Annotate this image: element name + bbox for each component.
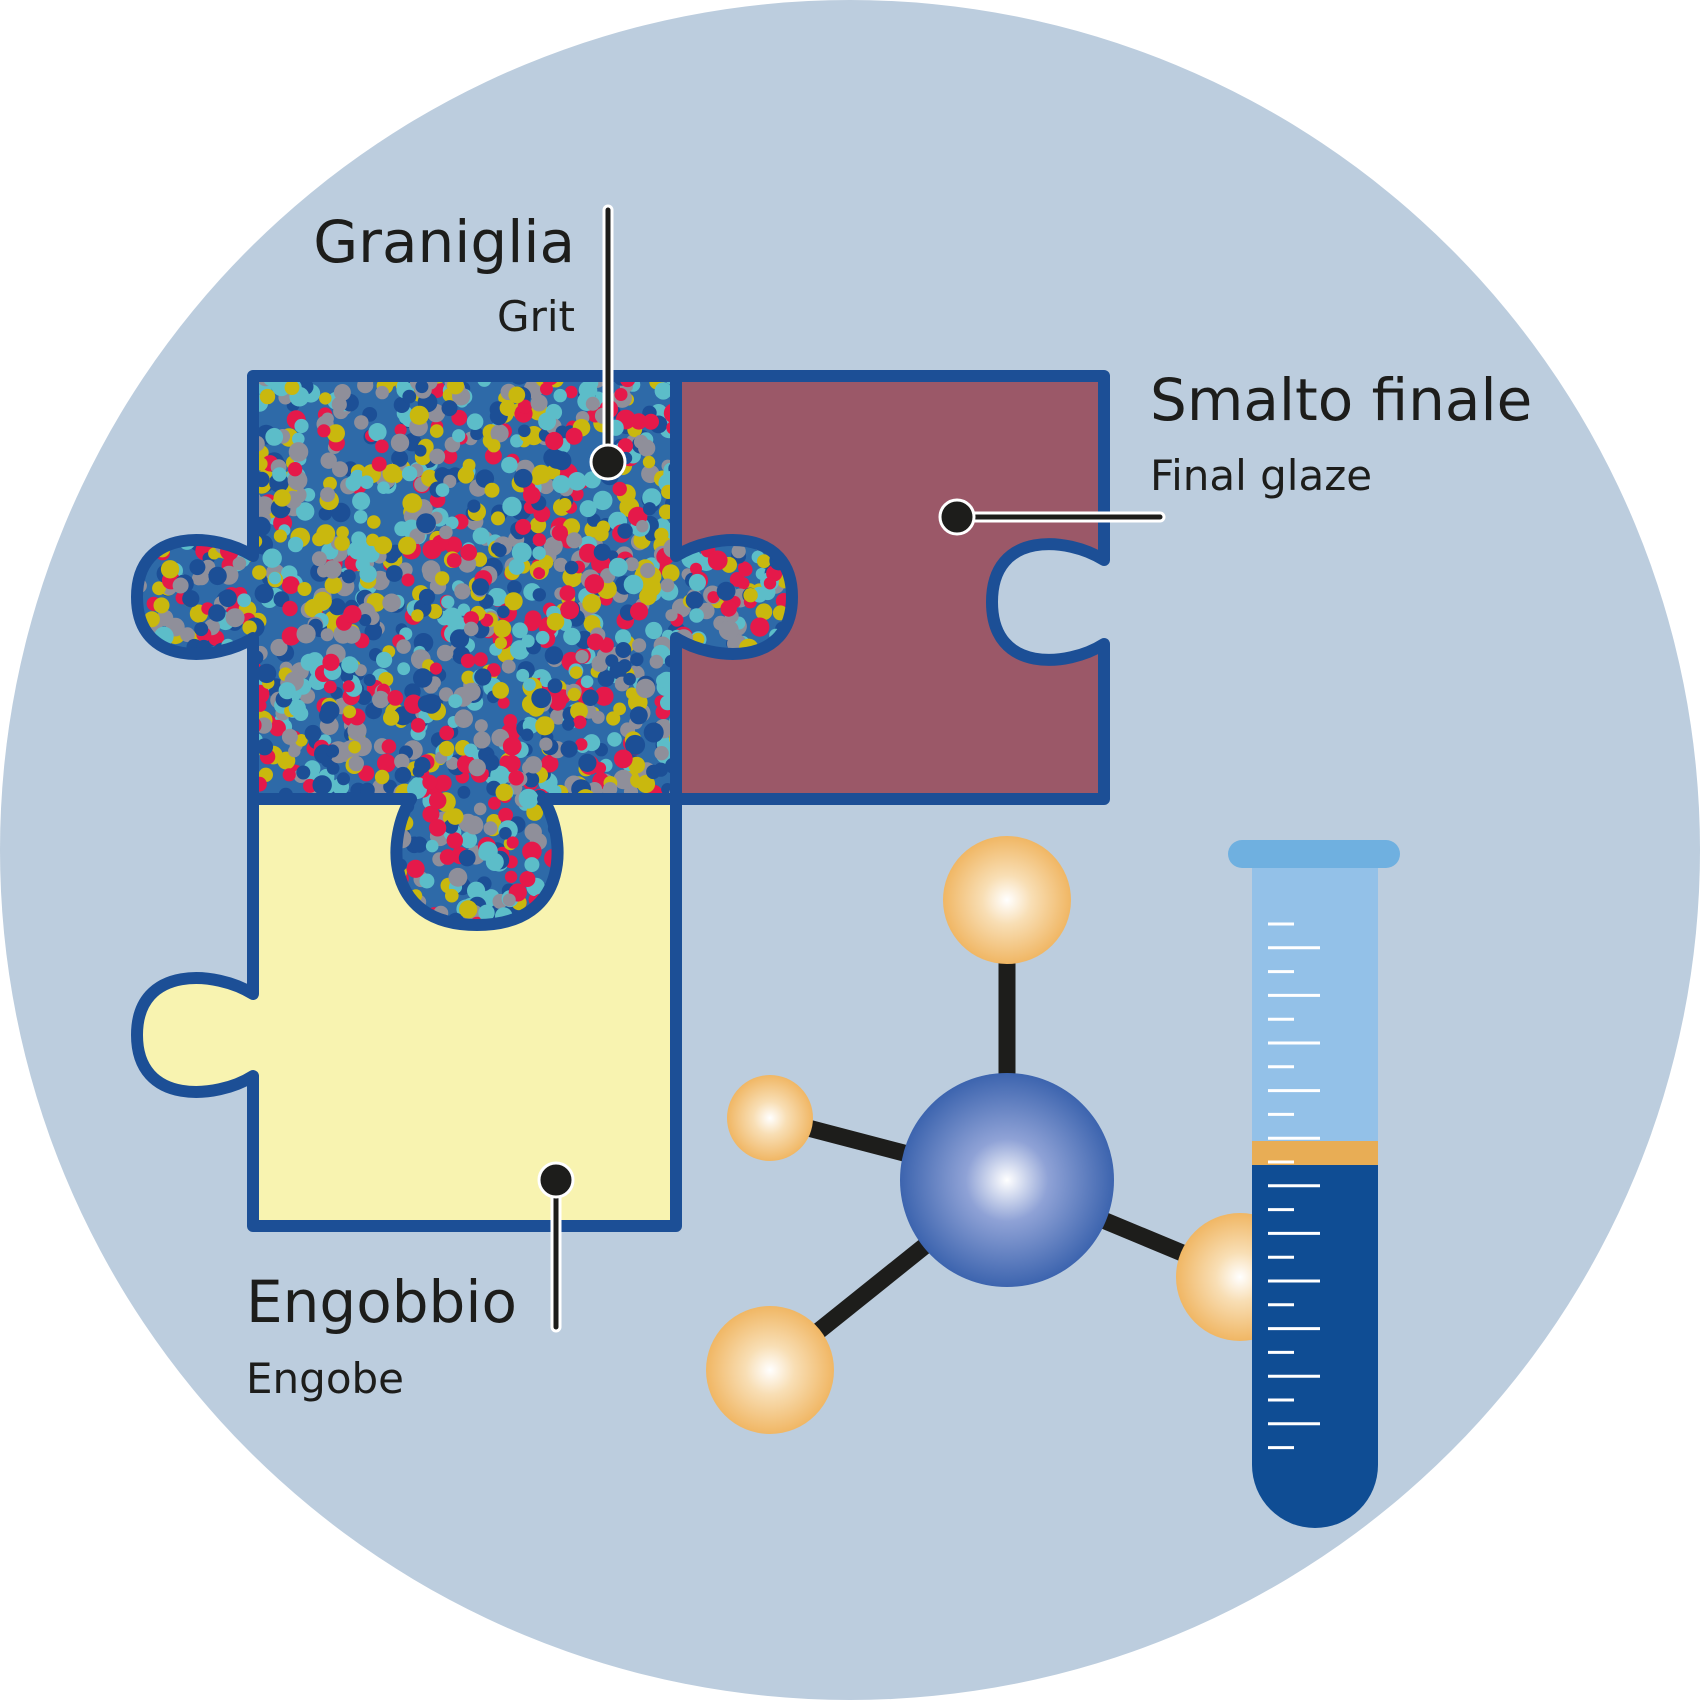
test-tube-liquid bbox=[1252, 1164, 1378, 1528]
molecule-center-atom bbox=[900, 1073, 1114, 1287]
engobe-label-sub: Engobe bbox=[246, 1354, 404, 1403]
test-tube-icon bbox=[1228, 840, 1400, 1528]
engobe-leader bbox=[537, 1161, 575, 1333]
molecule-icon bbox=[706, 836, 1304, 1434]
test-tube-glass-upper bbox=[1252, 862, 1378, 1143]
test-tube-graduations bbox=[1268, 922, 1320, 1450]
molecule-atom-top bbox=[943, 836, 1071, 964]
test-tube-cap bbox=[1228, 840, 1400, 868]
engobe-label-main: Engobbio bbox=[246, 1268, 517, 1336]
grit-leader bbox=[589, 204, 627, 481]
final-glaze-piece bbox=[670, 370, 1110, 805]
final-glaze-leader bbox=[938, 498, 1166, 536]
molecule-atom-left bbox=[727, 1075, 813, 1161]
final-glaze-label-sub: Final glaze bbox=[1150, 451, 1372, 500]
grit-label-sub: Grit bbox=[497, 292, 575, 341]
molecule-atom-bottom-left bbox=[706, 1306, 834, 1434]
final-glaze-label-main: Smalto finale bbox=[1150, 366, 1532, 434]
grit-label-main: Graniglia bbox=[313, 208, 575, 276]
